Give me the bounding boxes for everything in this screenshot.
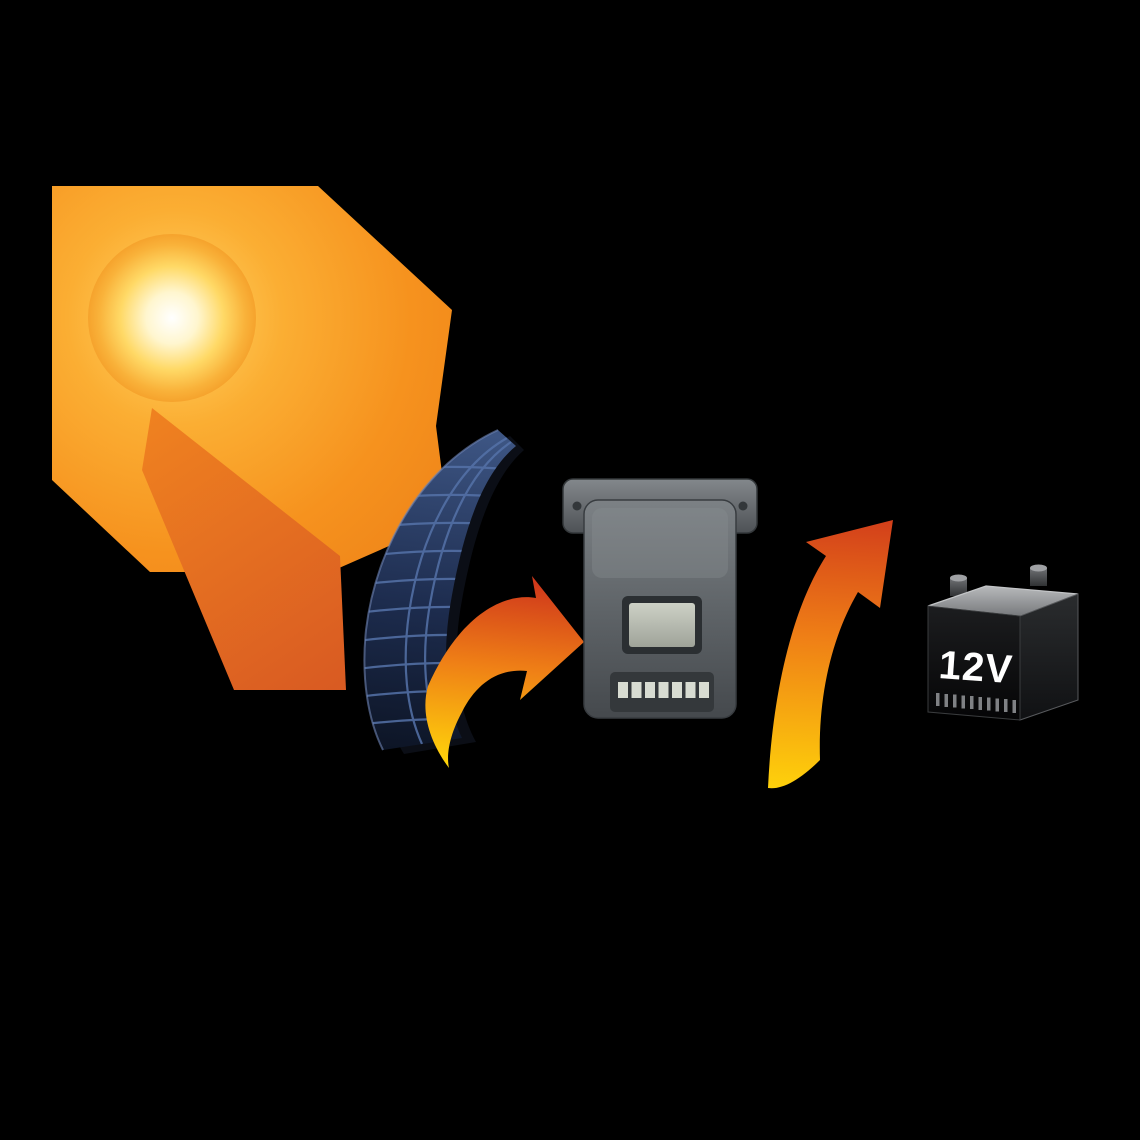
battery-voltage-label: 12V bbox=[937, 643, 1014, 692]
solar-panel-face bbox=[364, 430, 516, 750]
controller-terminals bbox=[618, 682, 709, 698]
controller-body-sheen bbox=[592, 508, 728, 578]
solar-panel-edge-highlight bbox=[363, 429, 499, 751]
sun-rays-icon bbox=[142, 408, 346, 690]
energy-flow-arrow-controller-to-battery-icon bbox=[768, 520, 893, 789]
battery-vent-ticks bbox=[936, 693, 1016, 713]
controller-screw-right bbox=[738, 501, 748, 511]
battery-terminal-negative bbox=[1030, 564, 1047, 586]
controller-screen bbox=[629, 603, 695, 647]
charge-controller-icon bbox=[562, 478, 758, 719]
sun-icon bbox=[88, 234, 256, 402]
battery-front-face bbox=[927, 605, 1021, 721]
battery-12v-icon: 12V bbox=[927, 564, 1079, 721]
controller-screw-left bbox=[572, 501, 582, 511]
energy-flow-arrow-panel-to-controller-icon bbox=[425, 576, 584, 768]
battery-terminal-positive bbox=[950, 574, 967, 596]
battery-side-face bbox=[1019, 593, 1079, 721]
sun-group bbox=[52, 186, 452, 690]
